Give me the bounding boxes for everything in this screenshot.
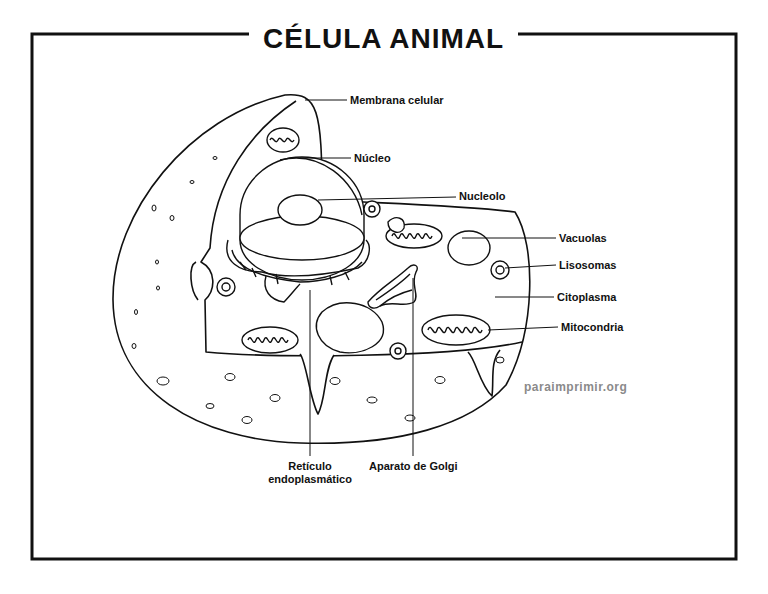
part-label: Citoplasma <box>557 291 616 304</box>
part-label: Lisosomas <box>559 259 616 272</box>
part-label: Retículo endoplasmático <box>258 460 362 486</box>
frame <box>32 34 736 559</box>
organelles <box>217 128 509 359</box>
cell-body <box>113 95 530 444</box>
part-label: Núcleo <box>354 152 391 165</box>
part-label: Nucleolo <box>459 190 505 203</box>
surface-dots <box>132 157 504 424</box>
part-label: Mitocondria <box>561 321 623 334</box>
part-label: Membrana celular <box>350 94 444 107</box>
part-label: Vacuolas <box>559 232 607 245</box>
part-label: Aparato de Golgi <box>369 460 458 473</box>
watermark: paraimprimir.org <box>524 380 627 394</box>
leader-lines <box>300 100 558 456</box>
title: CÉLULA ANIMAL <box>249 22 518 56</box>
